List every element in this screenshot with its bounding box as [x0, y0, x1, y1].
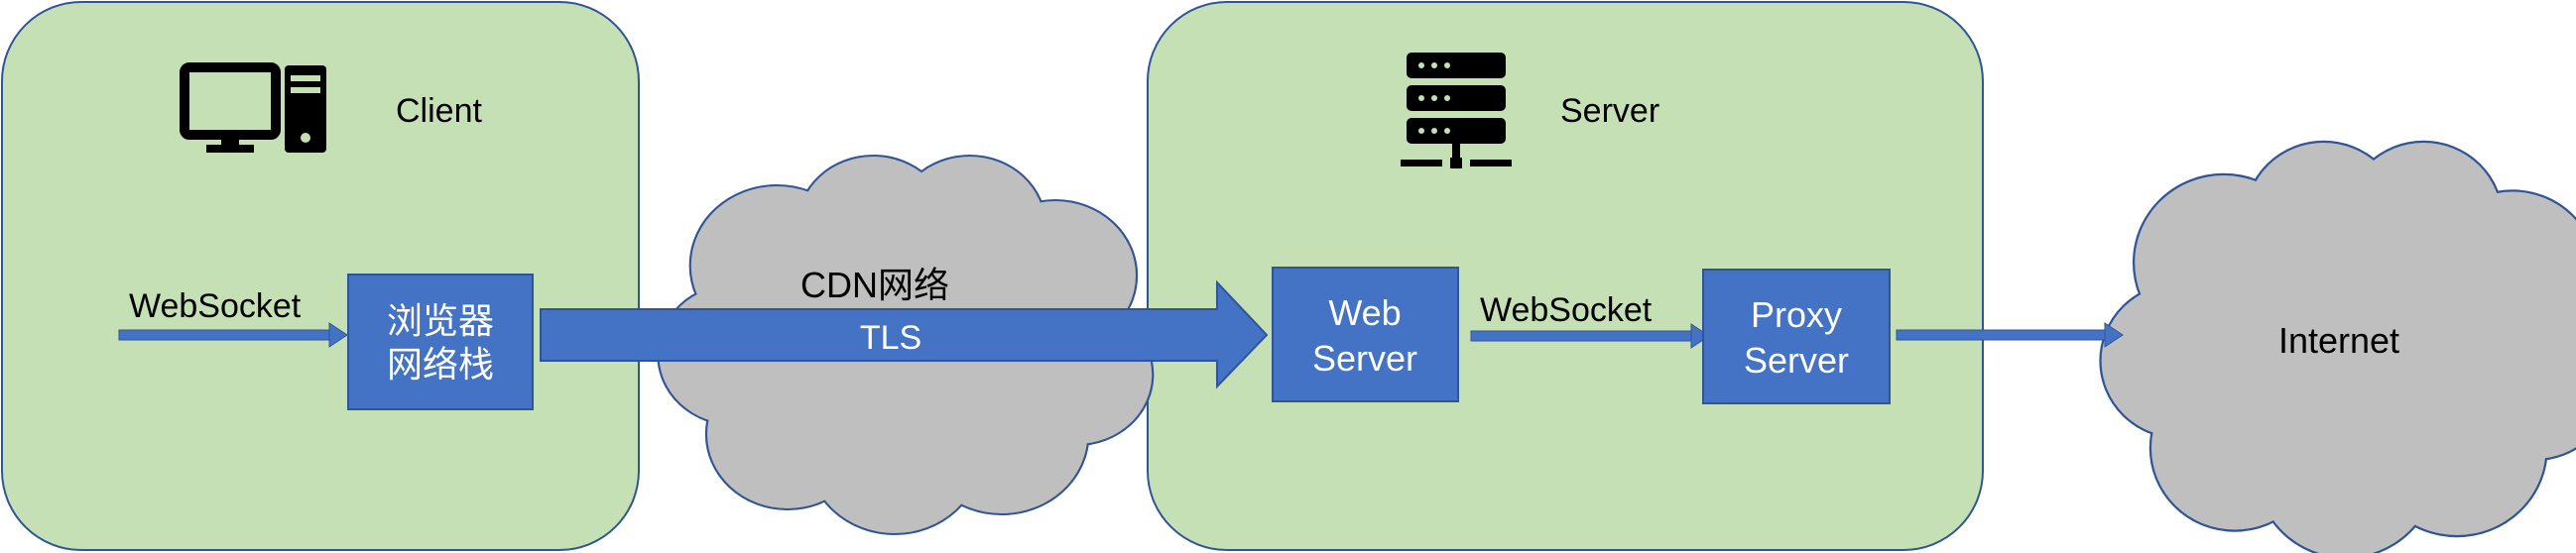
cdn-title: CDN网络 — [800, 265, 949, 305]
proxy-server-box: Proxy Server — [1702, 269, 1891, 404]
client-title: Client — [396, 92, 482, 130]
web-server-line2: Server — [1312, 338, 1417, 379]
browser-stack-line1: 浏览器 — [387, 300, 494, 341]
proxy-server-line2: Server — [1744, 340, 1849, 381]
server-rack-icon — [1401, 53, 1512, 168]
websocket-link-arrow — [1470, 323, 1710, 349]
client-panel — [1, 1, 640, 551]
tls-label: TLS — [860, 319, 921, 357]
web-server-box: Web Server — [1272, 267, 1459, 402]
internet-title: Internet — [2278, 320, 2399, 361]
server-websocket-label: WebSocket — [1480, 291, 1653, 329]
server-title: Server — [1560, 92, 1659, 130]
web-server-line1: Web — [1328, 292, 1401, 333]
client-input-arrow — [118, 322, 348, 348]
server-panel — [1147, 1, 1984, 551]
client-websocket-label: WebSocket — [129, 287, 302, 325]
browser-stack-line2: 网络栈 — [387, 344, 494, 385]
tls-tunnel-arrow — [540, 279, 1269, 389]
proxy-to-internet-arrow — [1896, 322, 2124, 348]
browser-network-stack-box: 浏览器 网络栈 — [347, 274, 534, 410]
computer-icon — [180, 62, 326, 153]
proxy-server-line1: Proxy — [1751, 294, 1842, 335]
